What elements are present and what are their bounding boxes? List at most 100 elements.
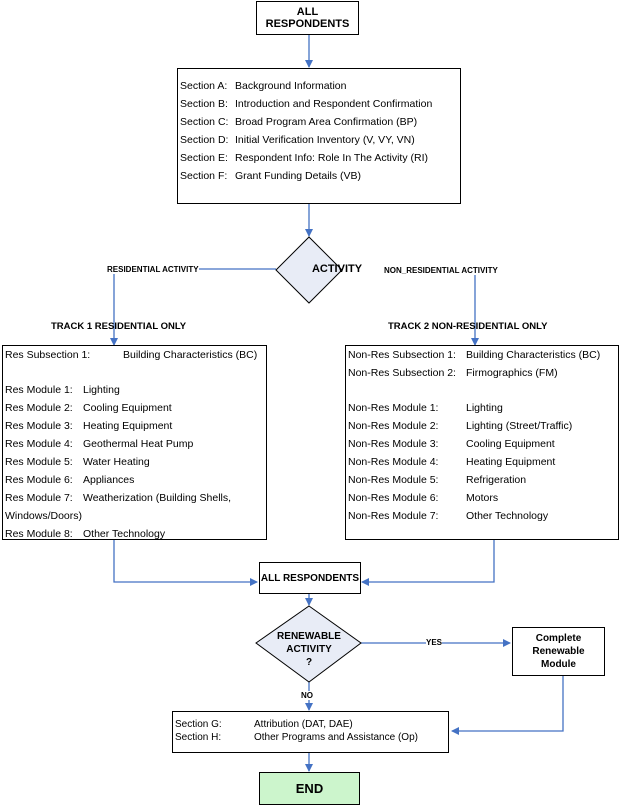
section-key: Section D: xyxy=(180,134,229,146)
section-value: Attribution (DAT, DAE) xyxy=(254,719,353,730)
section-row: Section D: Initial Verification Inventory… xyxy=(180,131,458,149)
renewable-module-line2: Renewable xyxy=(532,646,585,657)
yes-label: YES xyxy=(426,638,443,647)
res-module-row: Res Module 1:Lighting xyxy=(5,381,264,399)
nonres-module-row: Non-Res Module 7: Other Technology xyxy=(348,507,616,525)
complete-renewable-module-box: Complete Renewable Module xyxy=(512,627,605,676)
section-row: Section C: Broad Program Area Confirmatio… xyxy=(180,113,458,131)
sections-g-h-box: Section G: Attribution (DAT, DAE) Section… xyxy=(172,711,449,753)
module-value: Heating Equipment xyxy=(466,456,556,468)
line-track1-to-merge xyxy=(113,540,258,586)
nonres-subsection-row: Non-Res Subsection 2: Firmographics (FM) xyxy=(348,364,616,382)
module-value: Appliances xyxy=(83,474,135,486)
subsection-key: Non-Res Subsection 1: xyxy=(348,349,456,361)
module-key: Non-Res Module 5: xyxy=(348,474,439,486)
section-value: Introduction and Respondent Confirmation xyxy=(235,98,433,110)
track2-non-residential-box: Non-Res Subsection 1:Building Characteri… xyxy=(345,345,619,540)
section-row: Section F: Grant Funding Details (VB) xyxy=(180,167,458,185)
section-row: Section B: Introduction and Respondent Co… xyxy=(180,95,458,113)
section-value: Initial Verification Inventory (V, VY, V… xyxy=(235,134,415,146)
section-value: Other Programs and Assistance (Op) xyxy=(254,732,418,743)
nonres-module-row: Non-Res Module 2: Lighting (Street/Traffi… xyxy=(348,417,616,435)
renewable-decision-diamond xyxy=(255,605,362,683)
module-value: Water Heating xyxy=(83,456,150,468)
all-respondents-top-box: ALL RESPONDENTS xyxy=(256,1,359,35)
all-respondents-merge-box: ALL RESPONDENTS xyxy=(259,562,361,594)
all-respondents-top-label: ALL RESPONDENTS xyxy=(265,6,350,30)
line-track2-to-merge xyxy=(361,540,495,586)
section-value: Broad Program Area Confirmation (BP) xyxy=(235,116,418,128)
module-key: Non-Res Module 1: xyxy=(348,402,439,414)
no-label: NO xyxy=(301,691,313,700)
section-row: Section H: Other Programs and Assistance … xyxy=(175,731,446,744)
line-activity-right xyxy=(398,268,479,346)
renewable-module-line3: Module xyxy=(541,659,576,670)
section-value: Respondent Info: Role In The Activity (R… xyxy=(235,152,428,164)
module-value: Weatherization (Building Shells, xyxy=(83,492,232,504)
renewable-line3: ? xyxy=(305,657,313,668)
line-renewable-module-to-final xyxy=(451,676,564,735)
renewable-decision-label: RENEWABLE ACTIVITY ? xyxy=(255,630,363,669)
activity-decision-diamond xyxy=(275,236,343,304)
section-value: Grant Funding Details (VB) xyxy=(235,170,362,182)
track1-heading: TRACK 1 RESIDENTIAL ONLY xyxy=(51,321,187,332)
module-value: Lighting xyxy=(466,402,503,414)
nonres-module-row: Non-Res Module 4: Heating Equipment xyxy=(348,453,616,471)
nonres-module-row: Non-Res Module 6: Motors xyxy=(348,489,616,507)
module-value: Refrigeration xyxy=(466,474,527,486)
module-value: Geothermal Heat Pump xyxy=(83,438,194,450)
sections-a-f-box: Section A: Background Information Section… xyxy=(177,68,461,204)
res-module-row: Res Module 2:Cooling Equipment xyxy=(5,399,264,417)
module-value: Motors xyxy=(466,492,499,504)
module-value: Other Technology xyxy=(466,510,549,522)
module-value: Lighting (Street/Traffic) xyxy=(466,420,573,432)
activity-decision-label: ACTIVITY xyxy=(311,263,363,275)
nonres-module-row: Non-Res Module 1: Lighting xyxy=(348,399,616,417)
section-key: Section A: xyxy=(180,80,228,92)
track1-residential-box: Res Subsection 1:Building Characteristic… xyxy=(2,345,267,540)
module-key: Non-Res Module 3: xyxy=(348,438,439,450)
section-key: Section E: xyxy=(180,152,228,164)
renewable-line2: ACTIVITY xyxy=(286,644,332,655)
section-key: Section G: xyxy=(175,719,222,730)
section-value: Background Information xyxy=(235,80,347,92)
res-module-continuation: Windows/Doors) xyxy=(5,510,83,522)
module-key: Non-Res Module 2: xyxy=(348,420,439,432)
section-row: Section G: Attribution (DAT, DAE) xyxy=(175,718,446,731)
res-module-row: Res Module 7: Weatherization (Building Sh… xyxy=(5,489,264,507)
section-key: Section C: xyxy=(180,116,229,128)
line-activity-left xyxy=(110,268,276,346)
section-key: Section H: xyxy=(175,732,222,743)
section-key: Section B: xyxy=(180,98,228,110)
module-value: Cooling Equipment xyxy=(466,438,555,450)
end-box: END xyxy=(259,772,360,805)
renewable-module-line1: Complete xyxy=(535,633,582,644)
res-module-row: Res Module 5: Water Heating xyxy=(5,453,264,471)
subsection-value: Firmographics (FM) xyxy=(466,367,558,379)
module-key: Res Module 1: xyxy=(5,384,73,396)
residential-activity-label: RESIDENTIAL ACTIVITY xyxy=(107,265,199,274)
res-module-row: Res Module 4:Geothermal Heat Pump xyxy=(5,435,264,453)
subsection-key: Res Subsection 1: xyxy=(5,349,91,361)
module-key: Res Module 5: xyxy=(5,456,73,468)
section-key: Section F: xyxy=(180,170,228,182)
section-row: Section A: Background Information xyxy=(180,77,458,95)
module-key: Non-Res Module 7: xyxy=(348,510,439,522)
res-module-row: Res Module 6: Appliances xyxy=(5,471,264,489)
nonres-module-row: Non-Res Module 5: Refrigeration xyxy=(348,471,616,489)
module-value: Other Technology xyxy=(83,528,166,540)
module-key: Non-Res Module 6: xyxy=(348,492,439,504)
res-module-row: Res Module 8:Other Technology xyxy=(5,525,264,543)
module-key: Res Module 3: xyxy=(5,420,73,432)
module-key: Res Module 6: xyxy=(5,474,73,486)
nonres-subsection-row: Non-Res Subsection 1:Building Characteri… xyxy=(348,346,616,364)
renewable-line1: RENEWABLE xyxy=(277,631,341,642)
module-key: Res Module 2: xyxy=(5,402,73,414)
module-value: Heating Equipment xyxy=(83,420,173,432)
res-subsection-row: Res Subsection 1:Building Characteristic… xyxy=(5,346,264,364)
all-respondents-merge-label: ALL RESPONDENTS xyxy=(260,572,360,584)
module-key: Non-Res Module 4: xyxy=(348,456,439,468)
non-residential-activity-label: NON_RESIDENTIAL ACTIVITY xyxy=(384,266,498,275)
module-key: Res Module 7: xyxy=(5,492,73,504)
subsection-key: Non-Res Subsection 2: xyxy=(348,367,456,379)
